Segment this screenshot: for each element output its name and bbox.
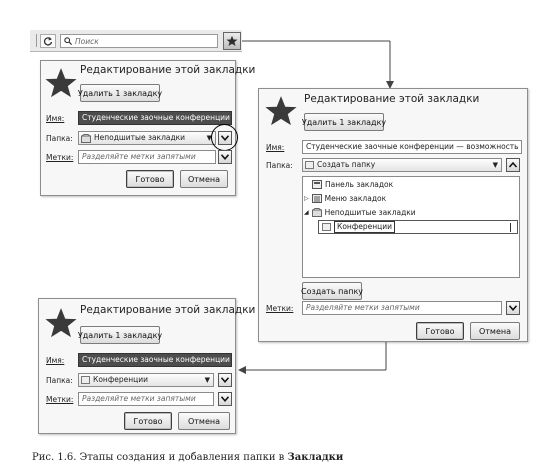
done-button[interactable]: Готово [416,322,464,340]
folder-select[interactable]: Неподшитые закладки ▼ [78,131,216,145]
folder-select[interactable]: Конференции ▼ [78,373,214,387]
bookmarks-menu-icon [311,194,322,203]
chevron-down-icon [221,377,229,383]
folder-icon [305,161,314,169]
reload-icon [43,37,53,46]
dialog-title: Редактирование этой закладки [304,93,480,105]
bookmark-star-button[interactable] [223,32,241,50]
highlight-circle [211,124,238,151]
chevron-down-icon [221,396,229,402]
search-box[interactable]: Поиск [60,34,218,48]
bookmark-star-large-icon [45,68,77,98]
tags-input[interactable]: Разделяйте метки запятыми [302,301,502,315]
search-placeholder: Поиск [75,36,99,46]
remove-bookmark-button[interactable]: Удалить 1 закладку [78,326,162,344]
folder-icon [322,223,331,231]
dropdown-arrow-icon: ▼ [492,161,498,169]
done-button[interactable]: Готово [124,412,172,430]
folder-select[interactable]: Создать папку ▼ [302,158,502,172]
folder-label: Папка: [46,376,73,385]
name-input[interactable]: Студенческие заочные конференции [78,111,232,125]
search-icon [64,37,72,45]
tags-dropdown-button[interactable] [218,392,232,406]
remove-bookmark-button[interactable]: Удалить 1 закладку [78,84,162,102]
caption-bold: Закладки [287,452,344,463]
browser-toolbar: Поиск [30,30,242,52]
name-label: Имя: [46,356,65,365]
done-button[interactable]: Готово [126,170,174,188]
tags-label: Метки: [266,304,294,313]
expand-folders-button[interactable] [218,373,232,387]
dialog-title: Редактирование этой закладки [80,304,256,316]
caption-text: Рис. 1.6. Этапы создания и добавления па… [32,452,285,463]
expand-triangle-icon[interactable]: ▷ [304,195,309,202]
toolbar-separator [36,34,37,47]
tags-dropdown-button[interactable] [218,150,232,164]
new-folder-button[interactable]: Создать папку [301,282,363,300]
tree-item-unsorted[interactable]: ◢ Неподшитые закладки [304,208,416,217]
star-icon [226,35,238,46]
bookmark-star-large-icon [265,96,297,126]
text-cursor [510,223,511,232]
folder-select-value: Неподшитые закладки [94,133,186,142]
tags-label: Метки: [46,395,74,404]
tags-input[interactable]: Разделяйте метки запятыми [78,392,214,406]
name-input[interactable]: Студенческие заочные конференции — возмо… [302,140,522,154]
dropdown-arrow-icon: ▼ [206,134,212,142]
name-label: Имя: [46,114,65,123]
flow-arrow-2 [238,342,387,374]
unsorted-bookmarks-icon [81,133,91,143]
chevron-down-icon [221,154,229,160]
flow-arrow-1 [242,40,394,89]
chevron-down-icon [509,305,517,311]
bookmarks-toolbar-icon [312,180,322,189]
tree-item-toolbar[interactable]: Панель закладок [312,180,393,189]
tree-item-label: Конференции [334,221,395,233]
dialog-title: Редактирование этой закладки [80,64,256,76]
name-input[interactable]: Студенческие заочные конференции [78,353,232,367]
bookmark-star-large-icon [45,308,77,338]
folder-select-value: Конференции [93,375,148,384]
folder-icon [81,376,90,384]
cancel-button[interactable]: Отмена [180,170,228,188]
collapse-triangle-icon[interactable]: ◢ [304,209,309,216]
cancel-button[interactable]: Отмена [470,322,520,340]
folder-label: Папка: [266,161,293,170]
tree-item-menu[interactable]: ▷ Меню закладок [304,194,386,203]
tree-item-label: Неподшитые закладки [324,208,416,217]
dropdown-arrow-icon: ▼ [204,376,210,384]
cancel-button[interactable]: Отмена [178,412,230,430]
tags-dropdown-button[interactable] [506,301,520,315]
unsorted-bookmarks-icon [311,208,322,217]
remove-bookmark-button[interactable]: Удалить 1 закладку [302,113,386,131]
tree-item-label: Меню закладок [324,194,387,203]
name-label: Имя: [266,143,285,152]
tags-input[interactable]: Разделяйте метки запятыми [78,150,216,164]
tree-item-label: Панель закладок [325,180,394,189]
tree-item-conferences-row[interactable]: Конференции [318,220,518,234]
folder-label: Папка: [46,134,73,143]
figure-caption: Рис. 1.6. Этапы создания и добавления па… [32,452,343,463]
reload-button[interactable] [40,34,56,48]
chevron-up-icon [509,162,517,168]
collapse-folders-button[interactable] [506,158,520,172]
folder-select-value: Создать папку [317,160,376,169]
tags-label: Метки: [46,153,74,162]
